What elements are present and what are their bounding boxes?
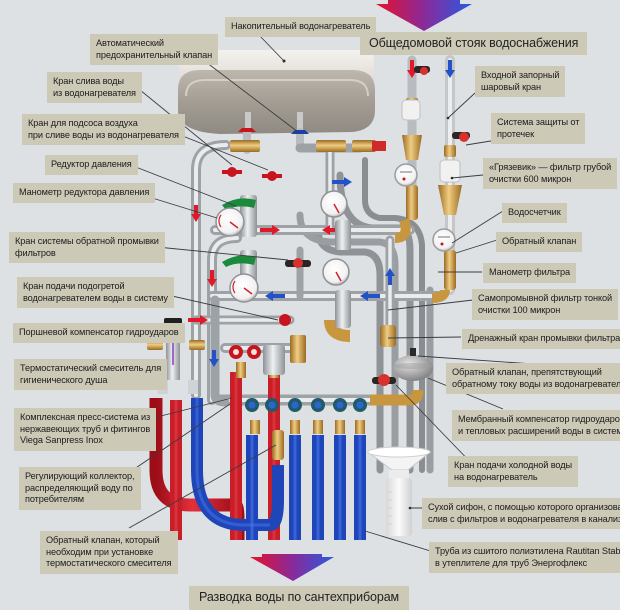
label-line: слив с фильтров и водонагревателя в кана… [428,513,620,524]
label-line: обратному току воды из водонагревателя [452,378,620,389]
label-line: термостатического смесителя [46,558,172,568]
label-membrane-expansion-vessel: Мембранный компенсатор гидроударов и теп… [452,410,620,441]
title-riser: Общедомовой стояк водоснабжения [360,32,588,55]
label-line: Термостатический смеситель для [20,363,162,373]
label-line: Труба из сшитого полиэтилена Rautitan St… [435,546,620,556]
cold-water-hoses [191,398,366,540]
label-press-system: Комплексная пресс-система из нержавеющих… [14,408,157,451]
label-line: нержавеющих труб и фитингов [20,423,151,434]
label-line: Манометр фильтра [489,267,570,277]
label-filter-drain-valve: Дренажный кран промывки фильтра [462,329,620,349]
label-line: фильтров [15,247,56,258]
label-line: Редуктор давления [51,159,132,169]
label-line: Кран системы обратной промывки [15,236,159,246]
label-line: Обратный клапан, препятствующий [452,367,602,377]
label-inlet-ball-valve: Входной запорный шаровый кран [475,66,566,97]
label-heater-backflow-check-valve: Обратный клапан, препятствующий обратном… [446,363,620,394]
label-coarse-filter: «Грязевик» — фильтр грубой очистки 600 м… [483,158,618,189]
label-water-meter: Водосчетчик [502,203,567,223]
label-cold-water-heater-supply-valve: Кран подачи холодной воды на водонагрева… [448,456,578,487]
label-line: Накопительный водонагреватель [231,21,371,31]
label-line: Обратный клапан [502,236,577,246]
label-line: Манометр редуктора давления [19,187,150,197]
expansion-vessel [393,348,433,381]
label-line: очистки 100 микрон [478,304,561,315]
label-line: предохранительный клапан [96,49,213,60]
label-check-valve: Обратный клапан [496,232,583,252]
label-line: Кран слива воды [53,76,124,86]
label-line: Автоматический [96,38,164,48]
label-mixer-check-valve: Обратный клапан, который необходим при у… [40,531,178,574]
pressure-gauges [215,190,350,303]
label-thermostatic-mixer: Термостатический смеситель для гигиениче… [14,359,168,390]
dry-siphon [366,446,432,536]
label-regulating-manifold: Регулирующий коллектор, распределяющий в… [19,467,141,510]
label-line: Самопромывной фильтр тонкой [478,293,613,303]
label-backwash-valve: Кран системы обратной промывки фильтров [9,232,165,263]
label-line: Входной запорный [481,70,560,80]
label-line: в утеплителе для труб Энергофлекс [435,557,588,568]
riser-inlet-arrow [376,0,472,31]
label-line: Поршневой компенсатор гидроударов [19,327,179,337]
label-line: Viega Sanpress Inox [20,435,103,445]
label-line: Кран подачи подогретой [23,281,125,291]
label-heater-drain-valve: Кран слива воды из водонагревателя [47,72,142,103]
label-piston-water-hammer-arrester: Поршневой компенсатор гидроударов [13,323,185,343]
label-line: «Грязевик» — фильтр грубой [489,162,612,172]
label-line: потребителям [25,494,84,504]
label-line: Дренажный кран промывки фильтра [468,333,620,343]
label-line: распределяющий воду по [25,482,133,493]
label-line: шаровый кран [481,81,541,92]
label-line: и тепловых расширений воды в системе [458,425,620,436]
label-line: Мембранный компенсатор гидроударов [458,414,620,424]
label-line: Водосчетчик [508,207,561,217]
label-accumulating-water-heater: Накопительный водонагреватель [225,17,377,37]
label-line: протечек [497,128,535,139]
label-air-intake-valve: Кран для подсоса воздуха при сливе воды … [22,114,185,145]
label-line: очистки 600 микрон [489,173,572,184]
label-line: Кран для подсоса воздуха [28,118,138,128]
label-line: из водонагревателя [53,87,136,98]
label-line: Кран подачи холодной воды [454,460,572,470]
label-line: необходим при установке [46,546,154,557]
label-pressure-reducer: Редуктор давления [45,155,138,175]
label-filter-pressure-gauge: Манометр фильтра [483,263,576,283]
label-self-cleaning-filter: Самопромывной фильтр тонкой очистки 100 … [472,289,619,320]
label-automatic-safety-valve: Автоматический предохранительный клапан [90,34,219,65]
label-line: Обратный клапан, который [46,535,160,545]
water-heater [178,50,375,134]
label-line: на водонагреватель [454,471,538,482]
title-distribution: Разводка воды по сантехприборам [189,586,410,610]
label-leak-protection-system: Система защиты от протечек [491,113,586,144]
label-line: Система защиты от [497,117,580,127]
label-line: при сливе воды из водонагревателя [28,129,179,140]
distribution-outlet-arrow [250,554,334,581]
label-dry-siphon: Сухой сифон, с помощью которого организо… [422,498,620,529]
label-line: Сухой сифон, с помощью которого организо… [428,502,620,512]
valve-handles [222,66,470,412]
label-line: Комплексная пресс-система из [20,412,151,422]
flow-markers [188,60,455,367]
riser-devices [394,99,461,252]
label-line: гигиенического душа [20,374,108,385]
label-pex-pipe: Труба из сшитого полиэтилена Rautitan St… [429,542,620,573]
label-heated-water-supply-valve: Кран подачи подогретой водонагревателем … [17,277,174,308]
label-reducer-pressure-gauge: Манометр редуктора давления [13,183,156,203]
label-line: водонагревателем воды в систему [23,292,168,303]
label-line: Регулирующий коллектор, [25,471,135,481]
